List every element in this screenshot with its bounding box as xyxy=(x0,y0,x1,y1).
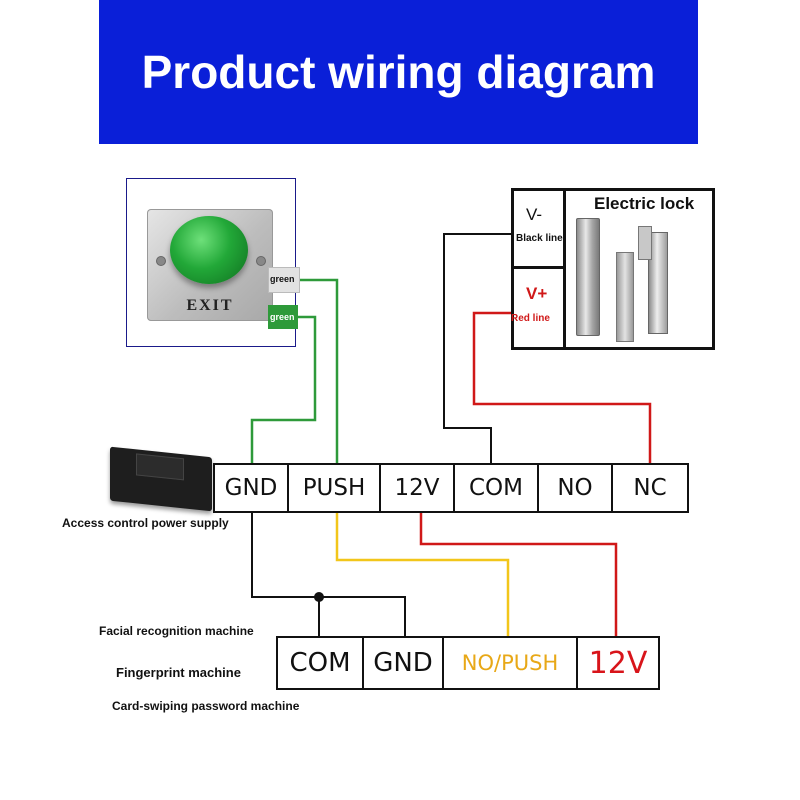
terminal-com: COM xyxy=(455,465,539,511)
green-push-button-icon xyxy=(170,216,248,284)
terminal-gnd-label: GND xyxy=(224,475,278,501)
screw-right-icon xyxy=(256,256,266,266)
terminal-12v: 12V xyxy=(381,465,455,511)
exit-button-plate: EXIT xyxy=(147,209,273,321)
green-wire-1 xyxy=(296,278,339,465)
terminal-nc-label: NC xyxy=(633,475,667,501)
red-wire-lock xyxy=(472,311,652,465)
power-supply-icon xyxy=(110,446,212,512)
terminal-push-label: PUSH xyxy=(302,475,366,501)
device-label-card: Card-swiping password machine xyxy=(112,699,300,713)
device-terminal-no-push-label: NO/PUSH xyxy=(461,651,559,675)
bolt-lock-body-icon xyxy=(638,226,652,260)
junction-dot xyxy=(314,592,324,602)
device-label-fingerprint: Fingerprint machine xyxy=(116,665,241,680)
device-terminal-12v-label: 12V xyxy=(588,645,648,681)
lock-divider-horizontal xyxy=(511,266,565,269)
terminal-12v-label: 12V xyxy=(394,475,440,501)
device-terminal-gnd-label: GND xyxy=(373,648,433,678)
v-plus-label: V+ xyxy=(526,284,548,303)
device-label-facial: Facial recognition machine xyxy=(99,624,254,638)
power-supply-terminal-block: GND PUSH 12V COM NO NC xyxy=(213,463,689,513)
electric-lock-panel xyxy=(511,188,715,350)
wire-tag-2 xyxy=(268,305,298,329)
electric-lock-title: Electric lock xyxy=(594,194,695,213)
black-line-label: Black line xyxy=(516,233,563,244)
power-supply-sticker xyxy=(136,453,184,481)
terminal-no-label: NO xyxy=(557,475,593,501)
page-title: Product wiring diagram xyxy=(141,46,656,98)
yellow-wire xyxy=(335,512,510,638)
wire-tag-1 xyxy=(268,267,300,293)
device-terminal-no-push: NO/PUSH xyxy=(444,638,578,688)
black-wire-lock xyxy=(443,233,512,465)
title-banner: Product wiring diagram xyxy=(99,0,698,144)
terminal-push: PUSH xyxy=(289,465,381,511)
device-terminal-12v: 12V xyxy=(578,638,658,688)
device-terminal-com-label: COM xyxy=(289,648,351,678)
exit-button-panel: EXIT xyxy=(126,178,296,347)
wire-tag-2-label: green xyxy=(270,312,295,322)
black-wire-gnd-branch xyxy=(319,596,406,638)
terminal-nc: NC xyxy=(613,465,687,511)
exit-label: EXIT xyxy=(186,297,234,314)
armature-plate-icon xyxy=(616,252,634,342)
terminal-gnd: GND xyxy=(215,465,289,511)
wire-tag-1-label: green xyxy=(270,274,295,284)
bolt-lock-icon xyxy=(648,232,668,334)
screw-left-icon xyxy=(156,256,166,266)
terminal-no: NO xyxy=(539,465,613,511)
device-terminal-com: COM xyxy=(278,638,364,688)
device-terminal-block: COM GND NO/PUSH 12V xyxy=(276,636,660,690)
terminal-com-label: COM xyxy=(468,475,523,501)
red-wire-12v xyxy=(419,512,618,638)
device-terminal-gnd: GND xyxy=(364,638,444,688)
black-wire-gnd xyxy=(251,512,320,638)
green-wire-2 xyxy=(250,315,317,465)
red-line-label: Red line xyxy=(511,313,550,324)
v-minus-label: V- xyxy=(526,205,543,224)
power-supply-label: Access control power supply xyxy=(62,516,229,530)
magnetic-lock-icon xyxy=(576,218,600,336)
